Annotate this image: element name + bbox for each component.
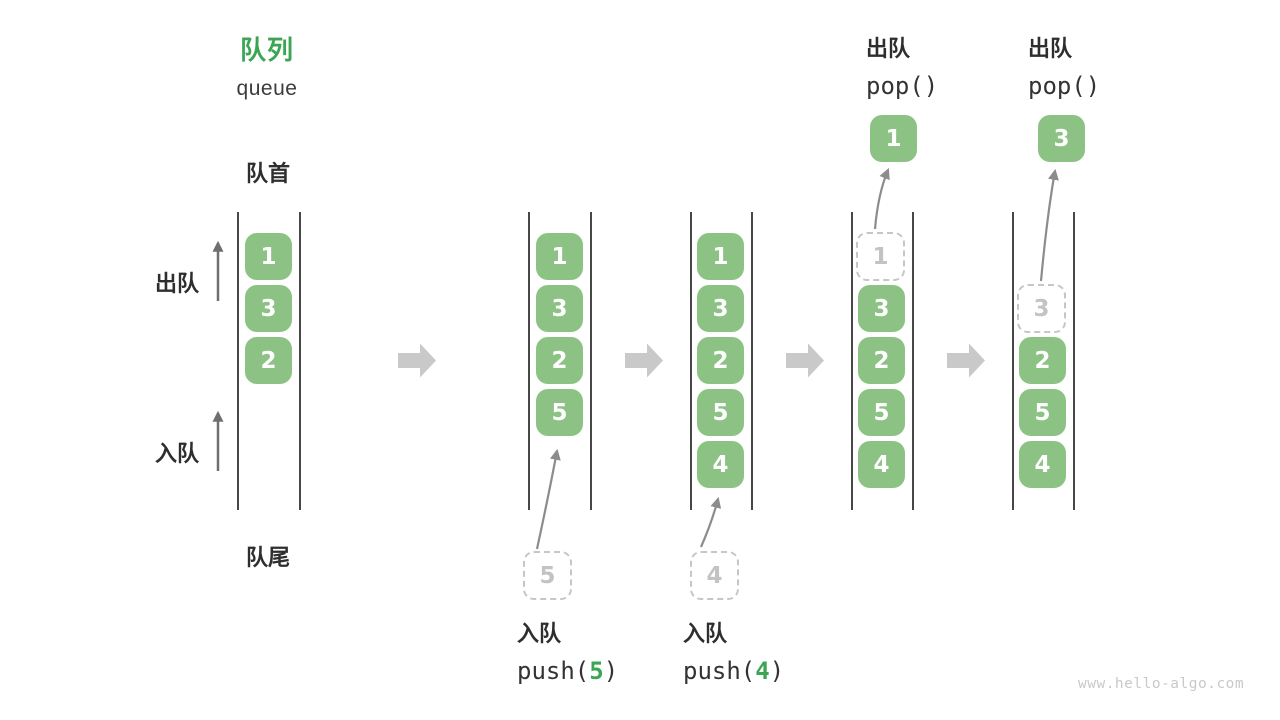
queue-cell: 4 <box>858 441 905 488</box>
pop3-operation: 出队 pop() <box>1028 31 1100 100</box>
push4-fn: push( <box>683 657 756 685</box>
queue-wall-line <box>299 212 301 510</box>
push4-arg: 4 <box>755 657 770 685</box>
queue-wall-line <box>1012 212 1014 510</box>
queue-wall-line <box>690 212 692 510</box>
queue-cell: 2 <box>245 337 292 384</box>
state-transition-arrow-icon <box>398 343 436 378</box>
queue-cell: 3 <box>536 285 583 332</box>
queue-cell: 2 <box>858 337 905 384</box>
title-en: queue <box>236 77 298 100</box>
queue-cell: 3 <box>245 285 292 332</box>
push5-code: push(5) <box>517 657 618 685</box>
pop3-label: 出队 <box>1028 36 1073 61</box>
queue-cell: 2 <box>536 337 583 384</box>
queue-wall-line <box>237 212 239 510</box>
push5-operation: 入队 push(5) <box>517 616 618 685</box>
watermark: www.hello-algo.com <box>1078 676 1245 692</box>
queue-cell-ghost: 3 <box>1017 284 1066 333</box>
popped-cell: 3 <box>1038 115 1085 162</box>
push4-operation: 入队 push(4) <box>683 616 784 685</box>
push4-close: ) <box>769 657 785 685</box>
enqueue-side-label: 入队 <box>155 441 200 466</box>
queue-cell: 5 <box>536 389 583 436</box>
push5-arrow-icon <box>535 448 561 550</box>
queue-cell: 4 <box>1019 441 1066 488</box>
queue-front-label: 队首 <box>245 161 290 186</box>
queue-cell: 2 <box>1019 337 1066 384</box>
incoming-cell: 4 <box>690 551 739 600</box>
queue-cell: 3 <box>858 285 905 332</box>
push5-close: ) <box>603 657 619 685</box>
queue-cell: 3 <box>697 285 744 332</box>
pop3-code: pop() <box>1028 72 1101 100</box>
pop1-code: pop() <box>866 72 939 100</box>
queue-cell: 1 <box>245 233 292 280</box>
queue-cell: 2 <box>697 337 744 384</box>
push5-arg: 5 <box>589 657 604 685</box>
queue-wall-line <box>851 212 853 510</box>
push5-fn: push( <box>517 657 590 685</box>
pop1-operation: 出队 pop() <box>866 31 938 100</box>
push4-arrow-icon <box>699 496 722 548</box>
dequeue-side-label: 出队 <box>155 271 200 296</box>
queue-cell: 5 <box>858 389 905 436</box>
queue-cell: 1 <box>536 233 583 280</box>
state-transition-arrow-icon <box>947 343 985 378</box>
queue-cell: 5 <box>1019 389 1066 436</box>
queue-cell: 1 <box>697 233 744 280</box>
state-transition-arrow-icon <box>625 343 663 378</box>
queue-wall-line <box>751 212 753 510</box>
push4-label: 入队 <box>683 621 728 646</box>
pop1-label: 出队 <box>866 36 911 61</box>
queue-wall-line <box>528 212 530 510</box>
push4-code: push(4) <box>683 657 784 685</box>
diagram-title: 队列 queue <box>197 30 337 101</box>
queue-rear-label: 队尾 <box>245 545 290 570</box>
pop1-arrow-icon <box>873 167 890 230</box>
push5-label: 入队 <box>517 621 562 646</box>
queue-wall-line <box>590 212 592 510</box>
pop3-arrow-icon <box>1039 168 1059 282</box>
state-transition-arrow-icon <box>786 343 824 378</box>
queue-wall-line <box>912 212 914 510</box>
popped-cell: 1 <box>870 115 917 162</box>
queue-wall-line <box>1073 212 1075 510</box>
queue-cell: 4 <box>697 441 744 488</box>
queue-cell-ghost: 1 <box>856 232 905 281</box>
incoming-cell: 5 <box>523 551 572 600</box>
title-zh: 队列 <box>239 35 294 65</box>
queue-cell: 5 <box>697 389 744 436</box>
